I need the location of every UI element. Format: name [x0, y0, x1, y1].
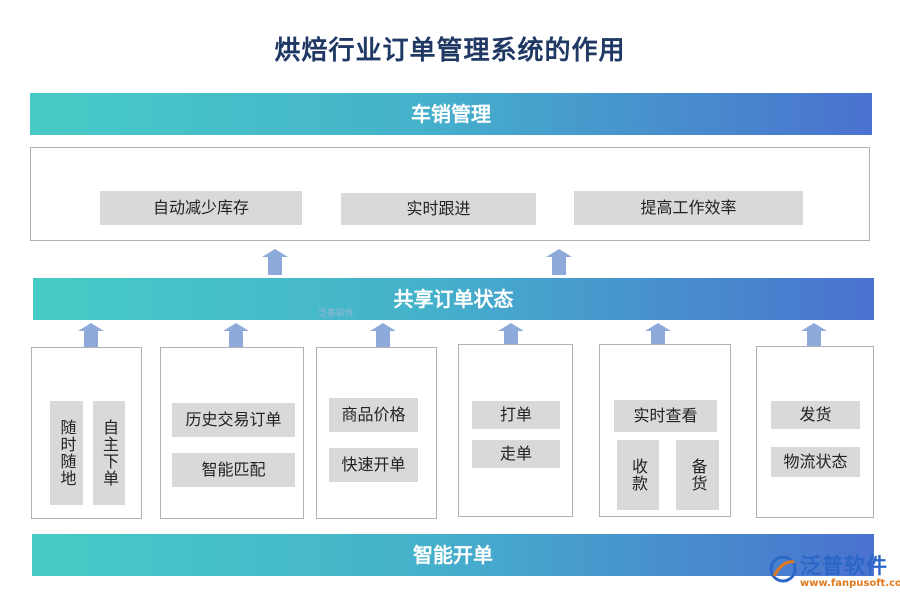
up-arrow-icon	[801, 323, 827, 349]
group-5-item-3: 备货	[676, 440, 719, 510]
group-3-item-2: 快速开单	[329, 448, 418, 482]
group-panel-1	[31, 347, 142, 519]
top-bar: 车销管理	[30, 93, 872, 135]
group-6-item-1: 发货	[771, 401, 860, 429]
up-arrow-icon	[262, 249, 288, 275]
group-panel-6	[756, 346, 874, 518]
watermark-text: 泛普软件	[318, 309, 355, 319]
group-4-item-2: 走单	[472, 440, 560, 468]
logo-url: www.fanpusoft.com	[800, 578, 900, 589]
top-item-2: 实时跟进	[341, 193, 536, 225]
up-arrow-icon	[370, 323, 396, 349]
up-arrow-icon	[78, 323, 104, 349]
up-arrow-icon	[546, 249, 572, 275]
top-item-1: 自动减少库存	[100, 191, 302, 225]
group-3-item-1: 商品价格	[329, 398, 418, 432]
diagram-title: 烘焙行业订单管理系统的作用	[274, 36, 626, 66]
group-1-item-1: 随时随地	[50, 401, 83, 505]
fanpu-logo-icon	[769, 555, 797, 583]
middle-bar: 共享订单状态	[33, 278, 874, 320]
up-arrow-icon	[498, 323, 524, 349]
group-2-item-2: 智能匹配	[172, 453, 295, 487]
logo-name: 泛普软件	[800, 554, 888, 578]
group-6-item-2: 物流状态	[771, 447, 860, 477]
up-arrow-icon	[223, 323, 249, 349]
group-5-item-2: 收款	[617, 440, 659, 510]
top-item-3: 提高工作效率	[574, 191, 803, 225]
logo: 泛普软件 www.fanpusoft.com	[768, 550, 900, 596]
group-panel-4	[458, 344, 573, 517]
group-5-item-1: 实时查看	[614, 400, 717, 432]
group-1-item-2: 自主下单	[93, 401, 125, 505]
group-2-item-1: 历史交易订单	[172, 403, 295, 437]
group-4-item-1: 打单	[472, 401, 560, 429]
up-arrow-icon	[645, 323, 671, 349]
bottom-bar: 智能开单	[32, 534, 874, 576]
group-panel-3	[316, 347, 437, 519]
